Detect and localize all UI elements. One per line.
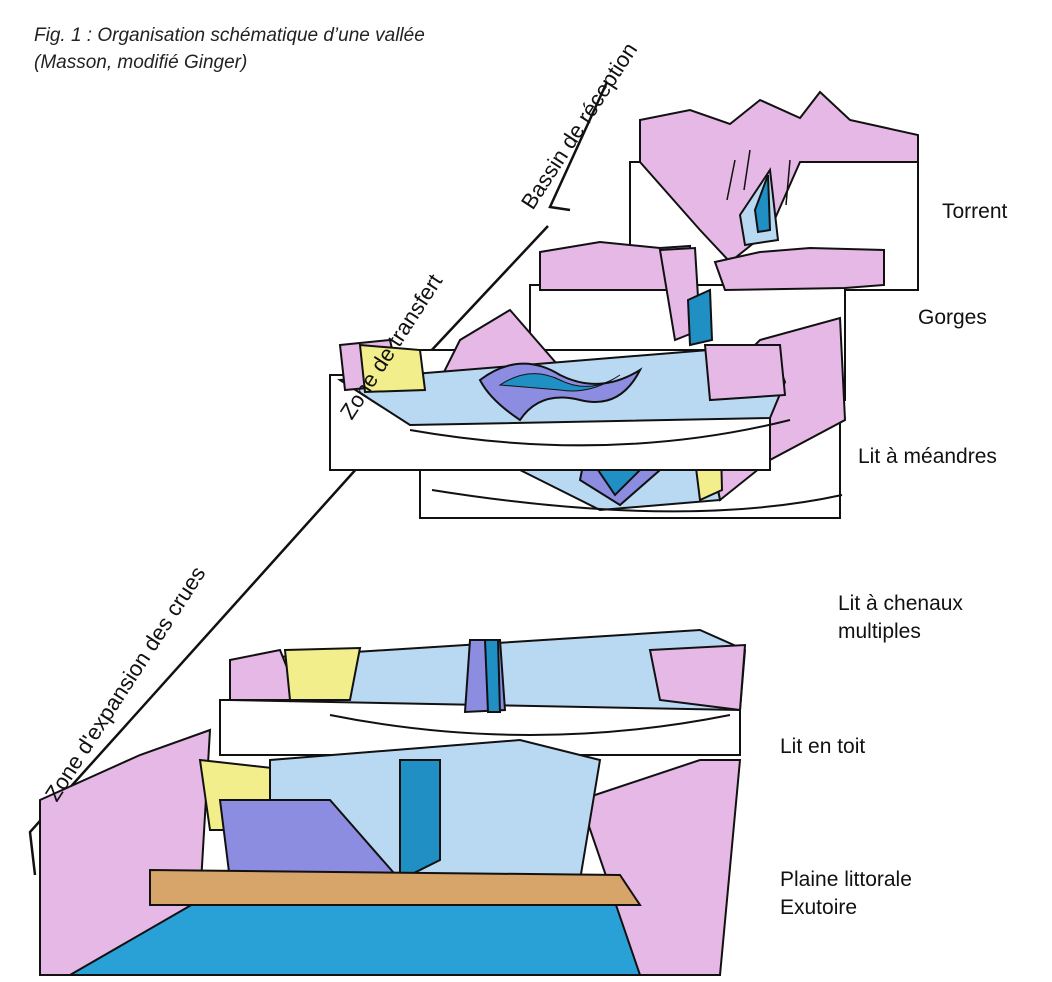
label-chenaux-1: Lit à chenaux: [838, 592, 963, 616]
block-plaine: [40, 730, 740, 975]
block-toit: [220, 630, 745, 755]
label-meandres: Lit à méandres: [858, 445, 997, 469]
label-plaine-2: Exutoire: [780, 896, 857, 920]
label-toit: Lit en toit: [780, 735, 865, 759]
label-plaine-1: Plaine littorale: [780, 868, 912, 892]
label-chenaux-2: multiples: [838, 620, 921, 644]
label-gorges: Gorges: [918, 306, 987, 330]
label-torrent: Torrent: [942, 200, 1007, 224]
